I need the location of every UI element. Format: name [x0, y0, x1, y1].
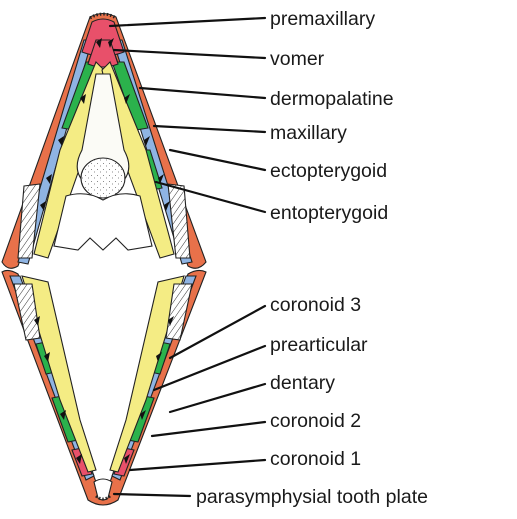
leader-premaxillary — [110, 18, 265, 26]
label-coronoid-3: coronoid 3 — [270, 294, 361, 316]
label-coronoid-1: coronoid 1 — [270, 448, 361, 470]
leader-vomer — [114, 50, 265, 58]
label-dermopalatine: dermopalatine — [270, 88, 394, 110]
leader-maxillary — [154, 126, 265, 132]
leader-parasymphysial — [114, 494, 190, 496]
parasphenoid-stipple — [81, 158, 125, 198]
leader-coronoid-2 — [152, 422, 265, 436]
leader-coronoid-1 — [130, 460, 265, 470]
label-entopterygoid: entopterygoid — [270, 202, 388, 224]
leader-dermopalatine — [140, 88, 265, 98]
upper-jaw — [2, 14, 206, 269]
labels: premaxillary vomer dermopalatine maxilla… — [196, 8, 428, 508]
label-coronoid-2: coronoid 2 — [270, 410, 361, 432]
braincase-base — [54, 194, 152, 250]
label-vomer: vomer — [270, 48, 325, 70]
label-maxillary: maxillary — [270, 122, 347, 144]
label-parasymphysial-tooth-plate: parasymphysial tooth plate — [196, 486, 428, 508]
lower-jaw — [2, 270, 206, 505]
label-prearticular: prearticular — [270, 334, 368, 356]
leader-dentary — [170, 384, 265, 412]
label-ectopterygoid: ectopterygoid — [270, 160, 387, 182]
leader-ectopterygoid — [170, 150, 265, 170]
label-dentary: dentary — [270, 372, 335, 394]
label-premaxillary: premaxillary — [270, 8, 375, 30]
